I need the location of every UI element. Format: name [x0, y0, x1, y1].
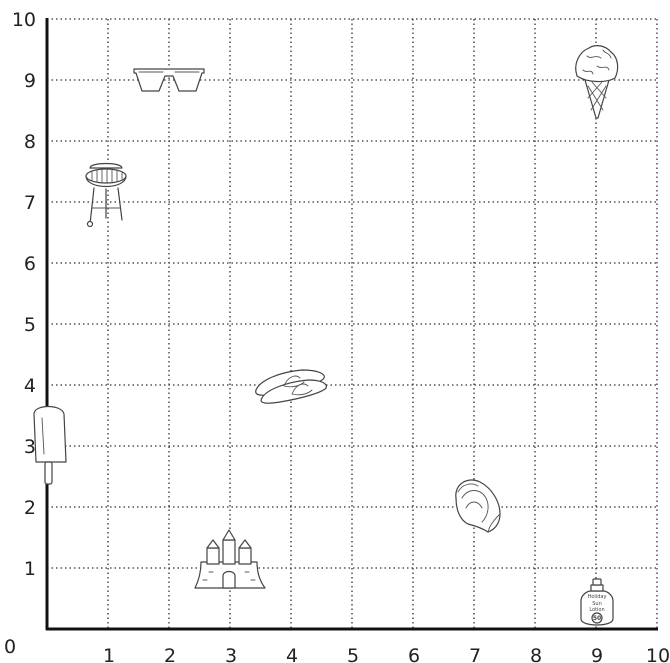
sun-lotion-spf: 50 — [593, 615, 601, 622]
y-tick-label: 7 — [24, 192, 36, 214]
tick-labels: 1 2 3 4 5 6 7 8 9 10 1 2 3 4 5 6 7 8 9 10 0 — [4, 9, 670, 663]
x-tick-label: 10 — [646, 645, 670, 663]
x-tick-label: 1 — [103, 645, 115, 663]
x-tick-label: 4 — [286, 645, 298, 663]
sun-lotion-brand: Holiday — [588, 594, 607, 600]
sun-lotion-line2: Lotion — [589, 607, 604, 613]
y-tick-label: 8 — [24, 131, 36, 153]
x-tick-label: 2 — [164, 645, 176, 663]
ice-lolly-icon — [34, 407, 66, 485]
y-tick-label: 6 — [24, 253, 36, 275]
x-tick-label: 5 — [347, 645, 359, 663]
x-tick-label: 6 — [408, 645, 420, 663]
seashell-icon — [456, 480, 500, 532]
y-tick-label: 4 — [24, 375, 36, 397]
x-tick-label: 9 — [591, 645, 603, 663]
y-tick-label: 9 — [24, 70, 36, 92]
x-tick-label: 7 — [469, 645, 481, 663]
flip-flops-icon — [256, 370, 327, 403]
y-tick-label: 2 — [24, 497, 36, 519]
sandcastle-icon — [195, 530, 265, 588]
y-tick-label: 1 — [24, 558, 36, 580]
x-tick-label: 3 — [225, 645, 237, 663]
barbecue-grill-icon — [86, 164, 126, 227]
y-tick-label: 10 — [12, 9, 36, 31]
x-tick-label: 8 — [530, 645, 542, 663]
y-tick-label: 5 — [24, 314, 36, 336]
grid-lines — [47, 19, 657, 629]
origin-label: 0 — [4, 636, 16, 658]
y-tick-label: 3 — [24, 436, 36, 458]
sun-lotion-bottle-icon: Holiday Sun Lotion 50 — [581, 579, 613, 625]
ice-cream-cone-icon — [576, 46, 618, 118]
